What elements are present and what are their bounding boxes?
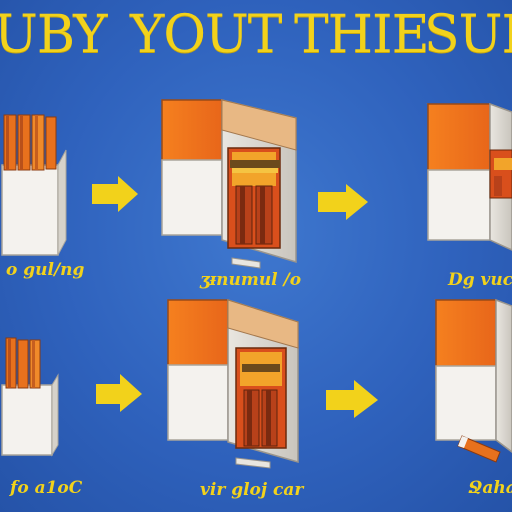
row1-arrow-2: [318, 184, 368, 220]
title-part-2: YOUT: [130, 5, 282, 65]
row2-arrow-2: [326, 380, 378, 418]
caption-row1-step3: Dg vuc: [448, 270, 512, 290]
caption-row2-step2: vir gloj car: [200, 480, 304, 500]
row1-cutaway-box: [160, 99, 297, 269]
row1-open-pack: [1, 114, 67, 256]
poster-title: UBY YOUT THIE SUF: [0, 2, 512, 68]
title-part-3: THIE: [294, 5, 430, 65]
title-part-4: SUF: [424, 5, 512, 65]
row2-open-pack: [1, 337, 59, 457]
row2-cutaway-box: [166, 298, 299, 469]
row2-closed-box: [434, 298, 512, 463]
title-part-1: UBY: [0, 5, 107, 65]
row2-arrow-1: [96, 374, 142, 412]
row1-closed-box: [426, 102, 512, 251]
row1-arrow-1: [92, 176, 138, 212]
caption-row1-step1: o gul/ng: [6, 260, 85, 280]
caption-row1-step2: ʒᵻnumul /o: [200, 270, 302, 290]
caption-row2-step1: fo a1oC: [10, 478, 83, 498]
caption-row2-step3: Ջaha: [468, 478, 512, 498]
